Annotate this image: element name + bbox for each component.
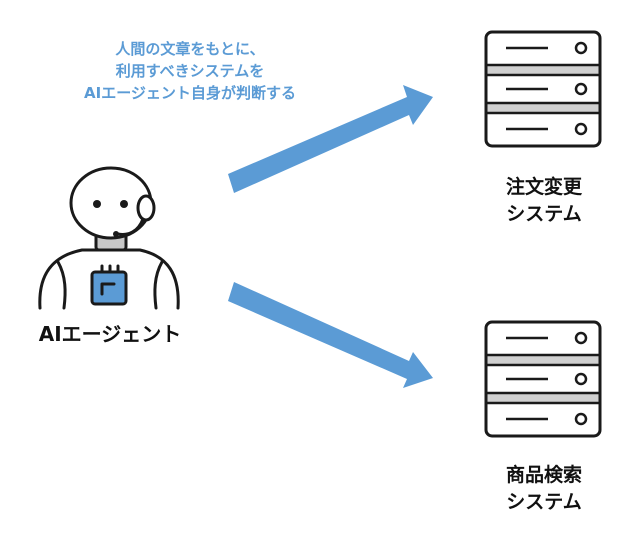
system-label-line: システム <box>506 491 582 513</box>
caption-line: 利用すべきシステムを <box>115 62 265 80</box>
caption-line: 人間の文章をもとに、 <box>115 40 265 58</box>
robot-with-headset-icon <box>38 166 180 310</box>
system-label-product-search: 商品検索 システム <box>474 462 614 516</box>
server-rack-icon <box>484 320 602 438</box>
system-label-line: 注文変更 <box>505 176 582 198</box>
system-label-order-change: 注文変更 システム <box>474 174 614 228</box>
server-rack-icon <box>484 30 602 148</box>
annotation-caption: 人間の文章をもとに、 利用すべきシステムを AIエージェント自身が判断する <box>70 38 310 104</box>
caption-line: AIエージェント自身が判断する <box>84 84 296 102</box>
agent-label: AIエージェント <box>38 322 182 346</box>
system-label-line: 商品検索 <box>505 464 582 486</box>
arrow-icon <box>228 282 433 388</box>
arrow-icon <box>228 85 433 193</box>
system-label-line: システム <box>506 203 582 225</box>
